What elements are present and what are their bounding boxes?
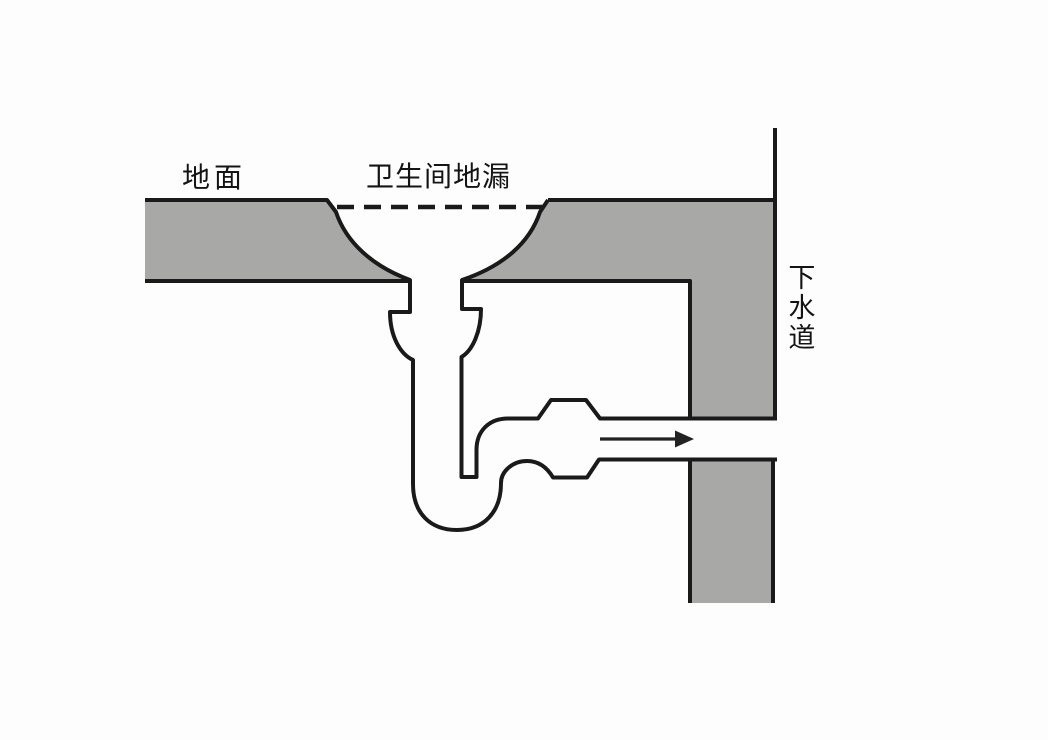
trap-inner-outline xyxy=(459,198,777,479)
outline-group xyxy=(145,128,777,603)
ground-label: 地面 xyxy=(182,163,247,194)
sewer-label: 下水道 xyxy=(784,263,815,353)
floor-slab-right-and-wall xyxy=(462,202,775,418)
trap-outer-outline xyxy=(145,198,777,532)
flow-arrow-icon xyxy=(600,430,694,448)
floor-drain-label: 卫生间地漏 xyxy=(366,162,512,193)
floor-slab-left xyxy=(145,202,410,281)
sewer-wall-lower xyxy=(690,460,773,603)
slab-bottom-line-right xyxy=(462,279,692,418)
